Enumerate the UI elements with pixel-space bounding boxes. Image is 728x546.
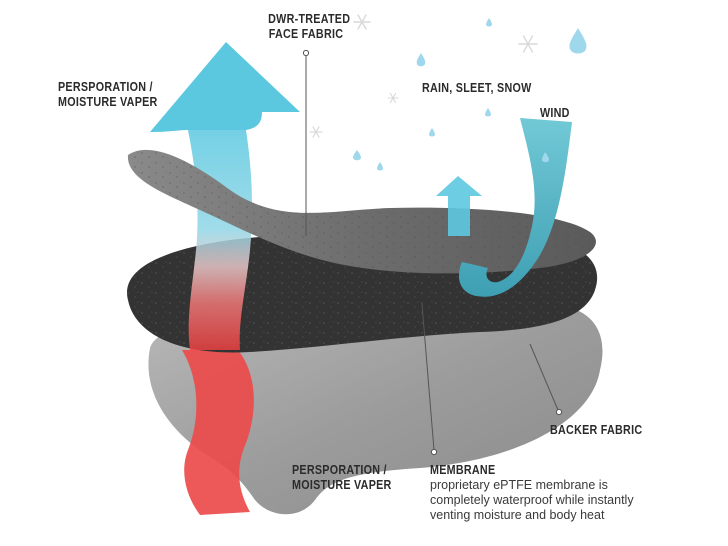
dwr-label-line-1: DWR-TREATED bbox=[268, 12, 351, 26]
membrane-leader-dot bbox=[430, 448, 438, 456]
raindrop-icon bbox=[416, 53, 426, 67]
backer-fabric-layer bbox=[148, 304, 603, 515]
perspiration-bottom-label: PERSPORATION / MOISTURE VAPER bbox=[292, 463, 392, 493]
membrane-description-line-2: completely waterproof while instantly bbox=[430, 493, 634, 507]
perspiration-bottom-line-1: PERSPORATION / bbox=[292, 463, 387, 477]
dwr-leader-dot bbox=[302, 49, 310, 57]
perspiration-top-line-2: MOISTURE VAPER bbox=[58, 95, 158, 109]
dwr-label-line-2: FACE FABRIC bbox=[268, 27, 344, 41]
raindrop-icon bbox=[486, 18, 492, 27]
backer-leader-dot bbox=[555, 408, 563, 416]
wind-label: WIND bbox=[540, 106, 570, 120]
snowflake-icon bbox=[353, 14, 371, 30]
raindrop-icon bbox=[353, 150, 361, 161]
membrane-description-line-3: venting moisture and body heat bbox=[430, 508, 605, 522]
dwr-face-fabric-label: DWR-TREATED FACE FABRIC bbox=[268, 12, 351, 42]
wind-ribbon bbox=[458, 118, 572, 297]
perspiration-bottom-line-2: MOISTURE VAPER bbox=[292, 478, 392, 492]
raindrop-icon bbox=[542, 152, 549, 163]
perspiration-top-label: PERSPORATION / MOISTURE VAPER bbox=[58, 80, 158, 110]
raindrop-icon bbox=[377, 162, 383, 171]
backer-leader-line bbox=[529, 343, 559, 411]
vapor-bottom-stream bbox=[182, 350, 254, 515]
snowflake-icon bbox=[387, 92, 399, 104]
membrane-description: proprietary ePTFE membrane is completely… bbox=[430, 478, 634, 523]
raindrop-icon bbox=[429, 128, 435, 137]
membrane-description-line-1: proprietary ePTFE membrane is bbox=[430, 478, 608, 492]
snowflake-icon bbox=[309, 126, 323, 138]
raindrop-icon bbox=[485, 108, 491, 117]
perspiration-top-line-1: PERSPORATION / bbox=[58, 80, 153, 94]
backer-fabric-label: BACKER FABRIC bbox=[550, 423, 643, 437]
raindrop-icon bbox=[569, 28, 587, 54]
membrane-label: MEMBRANE bbox=[430, 463, 496, 477]
snowflake-icon bbox=[518, 35, 538, 53]
membrane-leader-line bbox=[421, 303, 435, 451]
vapor-arrow-head bbox=[150, 42, 300, 132]
rain-sleet-snow-label: RAIN, SLEET, SNOW bbox=[422, 81, 532, 95]
vapor-small-arrow bbox=[436, 176, 482, 236]
face-fabric-texture bbox=[127, 149, 596, 274]
